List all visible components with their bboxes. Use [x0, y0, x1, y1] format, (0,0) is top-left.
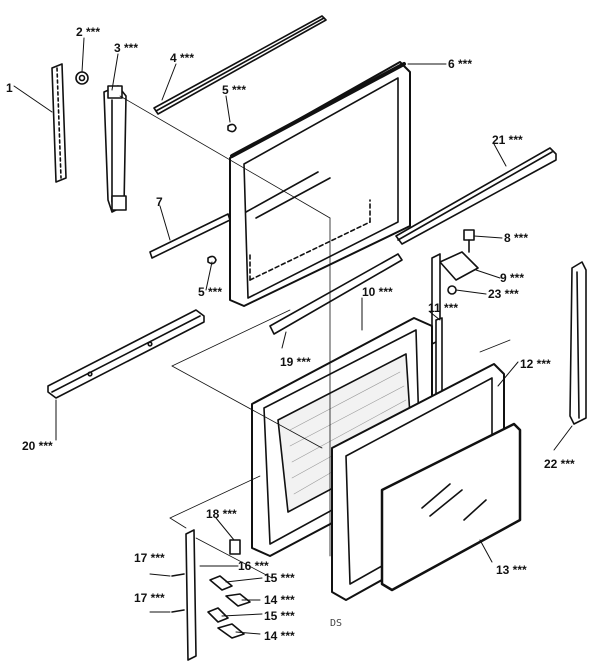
part-18-pin	[229, 539, 241, 555]
label-part-4: 4 ***	[170, 51, 194, 65]
label-part-21: 21 ***	[492, 133, 523, 147]
part-21-rail	[395, 147, 557, 245]
part-16-hinge-bar	[185, 529, 197, 661]
part-8-screw	[463, 229, 475, 253]
label-part-17-lower: 17 ***	[134, 591, 165, 605]
label-part-15-upper: 15 ***	[264, 571, 295, 585]
callout-labels: 1 2 *** 3 *** 4 *** 5 *** 6 *** 7 8 *** …	[6, 25, 575, 643]
part-7-rail	[149, 213, 231, 259]
part-13-glass	[380, 422, 522, 592]
part-17-screw-upper	[171, 573, 185, 577]
label-part-5-upper: 5 ***	[222, 83, 246, 97]
label-part-13: 13 ***	[496, 563, 527, 577]
label-part-15-lower: 15 ***	[264, 609, 295, 623]
assembly-guide-lines	[119, 95, 511, 579]
label-part-1: 1	[6, 81, 13, 95]
part-6-upper-frame	[229, 61, 411, 307]
part-14-clip-lower	[217, 623, 245, 639]
label-part-17-upper: 17 ***	[134, 551, 165, 565]
label-part-22: 22 ***	[544, 457, 575, 471]
part-15-latch-lower	[207, 607, 229, 623]
label-part-12: 12 ***	[520, 357, 551, 371]
part-5-clip-lower	[207, 255, 217, 265]
part-20-rail	[47, 309, 205, 399]
label-part-20: 20 ***	[22, 439, 53, 453]
part-5-clip-upper	[227, 123, 237, 133]
label-part-2: 2 ***	[76, 25, 100, 39]
label-part-19: 19 ***	[280, 355, 311, 369]
label-part-23: 23 ***	[488, 287, 519, 301]
part-15-latch-upper	[209, 575, 233, 591]
label-part-18: 18 ***	[206, 507, 237, 521]
label-part-5-lower: 5 ***	[198, 285, 222, 299]
part-17-screw-lower	[171, 609, 185, 613]
label-part-7: 7	[156, 195, 163, 209]
label-part-11: 11 ***	[428, 301, 458, 315]
label-part-3: 3 ***	[114, 41, 138, 55]
part-1-strip	[51, 63, 67, 183]
part-22-channel	[569, 261, 587, 425]
label-part-6: 6 ***	[448, 57, 472, 71]
label-part-9: 9 ***	[500, 271, 524, 285]
label-part-10: 10 ***	[362, 285, 393, 299]
part-3-bracket	[103, 85, 127, 213]
part-19-rail	[269, 253, 403, 335]
drawing-code: DS	[330, 618, 342, 629]
part-14-clip-upper	[225, 593, 251, 607]
label-part-8: 8 ***	[504, 231, 528, 245]
part-23-washer	[447, 285, 457, 295]
part-2-screw	[75, 71, 89, 85]
label-part-14-lower: 14 ***	[264, 629, 295, 643]
label-part-14-upper: 14 ***	[264, 593, 295, 607]
label-part-16: 16 ***	[238, 559, 269, 573]
part-10-inner-door	[251, 317, 433, 557]
part-4-trim-bar	[153, 15, 327, 115]
leader-lines	[13, 37, 573, 635]
